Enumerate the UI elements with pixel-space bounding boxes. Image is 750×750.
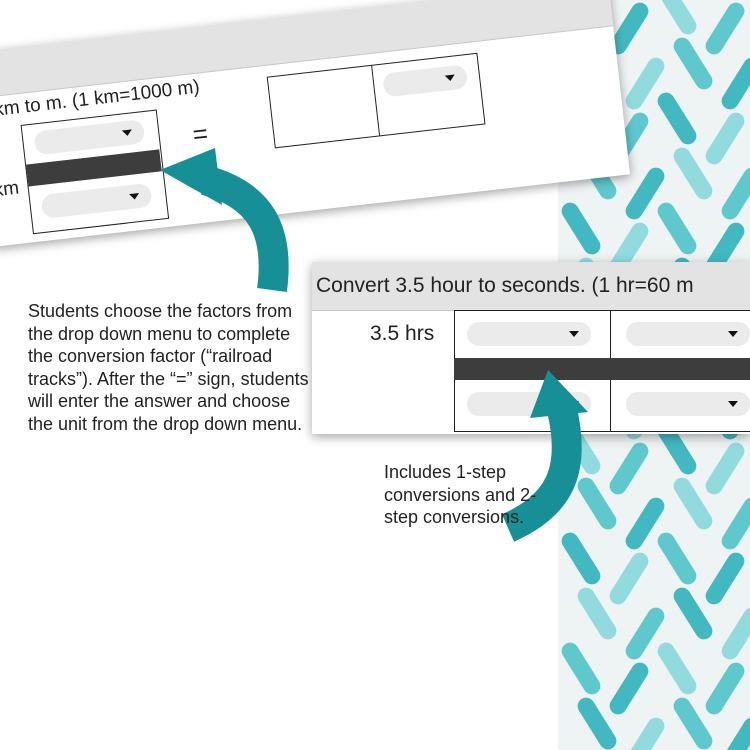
fraction-bar bbox=[454, 358, 750, 380]
question-header bbox=[312, 262, 750, 311]
numerator-dropdown-1[interactable] bbox=[467, 322, 591, 346]
question-text: Convert 3.5 hour to seconds. (1 hr=60 m bbox=[316, 274, 694, 297]
curved-arrow-icon bbox=[160, 148, 289, 292]
denominator-dropdown-2[interactable] bbox=[626, 392, 750, 416]
dropdown-caret-icon bbox=[728, 331, 738, 337]
given-unit-label: 3.5 hrs bbox=[370, 322, 435, 345]
numerator-dropdown-2[interactable] bbox=[626, 322, 750, 346]
factors-caption: Students choose the factors from the dro… bbox=[28, 301, 309, 434]
curved-arrow-icon bbox=[501, 370, 588, 542]
conversion-screenshot-hours: Convert 3.5 hour to seconds. (1 hr=60 m … bbox=[312, 262, 750, 434]
steps-caption: Includes 1-step conversions and 2-step c… bbox=[384, 462, 537, 527]
dropdown-caret-icon bbox=[569, 331, 579, 337]
dropdown-caret-icon bbox=[728, 401, 738, 407]
